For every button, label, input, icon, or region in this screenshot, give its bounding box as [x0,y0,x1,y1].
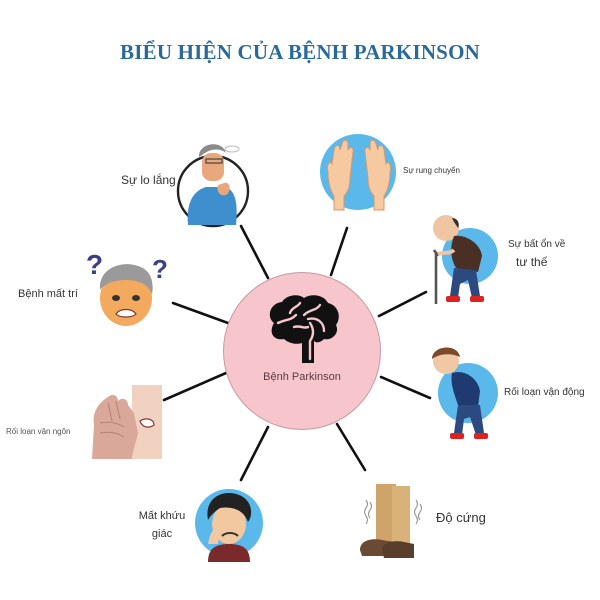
center-label: Bệnh Parkinson [263,371,341,383]
label-anxiety: Sự lo lắng [121,173,176,187]
shaking-hands-icon [320,134,396,211]
label-tremor: Sự rung chuyển [403,166,460,175]
spoke-posture [377,290,428,318]
brain-icon [269,295,339,363]
label-posture: Sự bất ổn về tư thế [508,238,565,270]
label-posture-line2: tư thế [516,254,548,269]
label-movement: Rối loạn vận động [504,387,585,398]
label-speech: Rối loạn vận ngôn [6,427,71,436]
bent-over-man-icon [432,347,498,439]
spoke-smell [239,425,270,482]
shaking-legs-icon [360,484,423,558]
label-dementia: Bệnh mất trí [18,288,78,300]
label-smell-line1: Mất khứu [138,510,186,522]
center-node: Bệnh Parkinson [223,272,381,430]
spoke-speech [162,371,228,402]
spoke-tremor [329,226,349,277]
svg-text:?: ? [152,254,168,284]
page-title: BIỂU HIỆN CỦA BỆNH PARKINSON [120,40,480,64]
label-posture-line1: Sự bất ổn về [508,239,566,250]
crying-man-icon [195,489,263,562]
confused-elder-icon: ? ? [86,249,168,326]
svg-text:?: ? [86,249,103,280]
elderly-man-cane-icon [432,215,498,304]
worried-man-icon [176,144,250,228]
spoke-rigidity [335,422,367,472]
spoke-dementia [171,301,230,325]
label-smell: Mất khứu giác [138,509,186,542]
label-smell-line2: giác [151,527,173,540]
mouth-hand-icon [92,385,162,459]
label-rigidity: Độ cứng [436,510,486,525]
spoke-movement [379,375,432,400]
spoke-anxiety [239,224,270,280]
